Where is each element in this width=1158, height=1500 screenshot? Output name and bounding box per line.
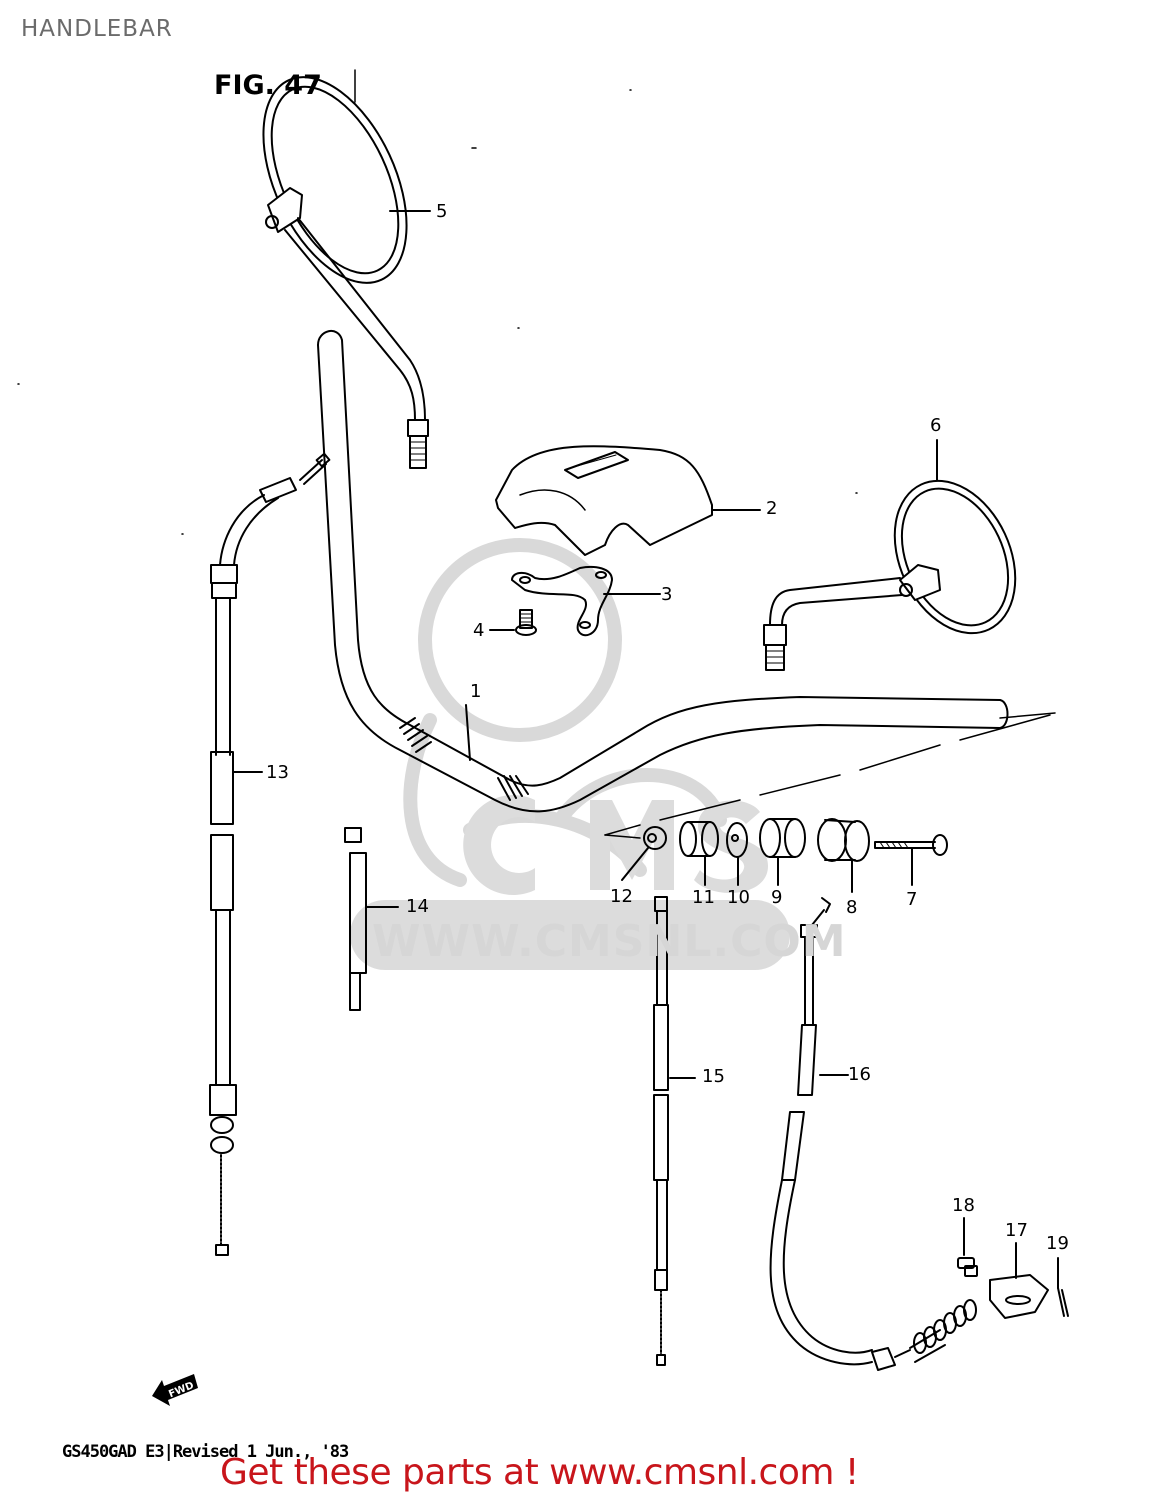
callout-14: 14 [406,896,429,917]
callout-1: 1 [470,681,482,702]
model-revision-code: GS450GAD E3|Revised 1 Jun., '83 [62,1442,349,1462]
callout-12: 12 [610,886,633,907]
handlebar-part[interactable] [317,330,1056,839]
bar-end-assembly[interactable] [621,818,948,893]
mirror-right-part[interactable] [763,439,1039,671]
cover-part[interactable] [495,445,761,556]
callout-19: 19 [1046,1233,1069,1254]
clutch-cable-part[interactable] [769,897,873,1366]
watermark-text: WWW.CMSNL.COM [372,916,847,967]
callout-8: 8 [846,897,858,918]
callout-18: 18 [952,1195,975,1216]
scan-artifacts [17,69,858,535]
callout-2: 2 [766,498,778,519]
callout-4: 4 [473,620,485,641]
callout-13: 13 [266,762,289,783]
callout-11: 11 [692,887,715,908]
page-title: HANDLEBAR [21,16,173,42]
figure-number: FIG. 47 [214,70,322,101]
callout-5: 5 [436,201,448,222]
speedometer-cable-part[interactable] [653,896,696,1366]
screw-part[interactable] [489,609,537,636]
callout-10: 10 [727,887,750,908]
callout-3: 3 [661,584,673,605]
forward-direction-marker: FWD [150,1370,200,1410]
callout-9: 9 [771,887,783,908]
forward-arrow-icon: FWD [152,1374,198,1406]
promo-link[interactable]: Get these parts at www.cmsnl.com ! [220,1452,859,1493]
callout-15: 15 [702,1066,725,1087]
callout-7: 7 [906,889,918,910]
callout-6: 6 [930,415,942,436]
cable-strap-part[interactable] [344,827,399,1011]
throttle-cable-part[interactable] [209,452,331,1256]
bracket-part[interactable] [511,565,661,637]
callout-17: 17 [1005,1220,1028,1241]
callout-16: 16 [848,1064,871,1085]
cable-joint-assembly[interactable] [871,1217,1069,1371]
mirror-left-part[interactable] [234,55,436,469]
